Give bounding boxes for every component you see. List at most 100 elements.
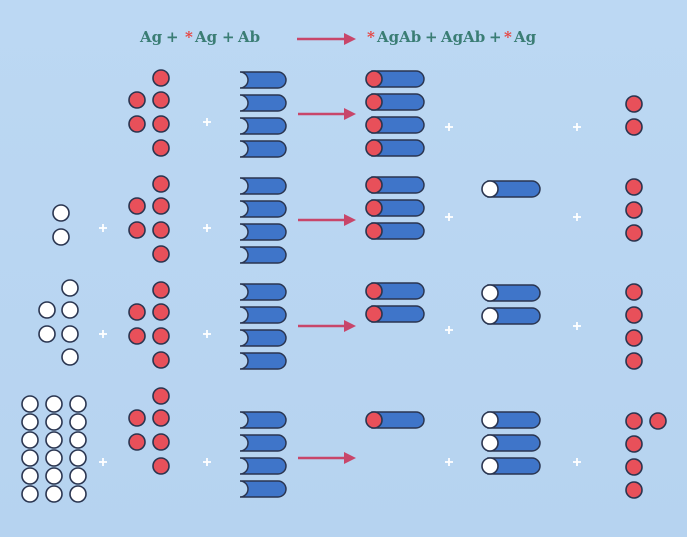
row-4-labeled-antigen bbox=[152, 387, 170, 405]
row-3-plus-4 bbox=[573, 322, 581, 330]
row-1-labeled-complex-antibody bbox=[371, 116, 425, 134]
eq-star-2: * bbox=[367, 28, 375, 46]
row-1-plus-3 bbox=[445, 123, 453, 131]
eq-agab: AgAb bbox=[441, 28, 486, 46]
row-4-labeled-antigen bbox=[152, 409, 170, 427]
row-2-unlabeled-complex-antibody bbox=[487, 180, 541, 198]
row-3-antibody bbox=[239, 306, 287, 324]
row-4-free-labeled-antigen bbox=[649, 412, 667, 430]
row-3-labeled-antigen bbox=[152, 303, 170, 321]
row-1-labeled-complex-antigen bbox=[365, 139, 383, 157]
row-4-unlabeled-antigen bbox=[45, 449, 63, 467]
row-3-free-labeled-antigen bbox=[625, 283, 643, 301]
row-4-free-labeled-antigen bbox=[625, 458, 643, 476]
row-2-plus-3 bbox=[445, 213, 453, 221]
row-2-unlabeled-antigen bbox=[52, 204, 70, 222]
row-2-labeled-antigen bbox=[128, 197, 146, 215]
row-2-plus-1 bbox=[99, 224, 107, 232]
row-4-unlabeled-antigen bbox=[69, 413, 87, 431]
row-4-unlabeled-antigen bbox=[45, 467, 63, 485]
eq-plus-2: + bbox=[222, 28, 235, 46]
eq-star-3: * bbox=[504, 28, 512, 46]
row-3-plus-1 bbox=[99, 330, 107, 338]
row-3-unlabeled-complex-antigen bbox=[481, 284, 499, 302]
row-2-labeled-complex-antibody bbox=[371, 222, 425, 240]
row-1-labeled-complex-antibody bbox=[371, 139, 425, 157]
row-1-plus-2 bbox=[203, 118, 211, 126]
row-2-antibody bbox=[239, 177, 287, 195]
row-4-unlabeled-complex-antibody bbox=[487, 457, 541, 475]
eq-labeled-ag: Ag bbox=[195, 28, 218, 46]
row-1-labeled-antigen bbox=[128, 115, 146, 133]
row-3-unlabeled-antigen bbox=[61, 279, 79, 297]
row-3-arrow bbox=[298, 320, 356, 332]
row-4-unlabeled-antigen bbox=[21, 431, 39, 449]
row-1-free-labeled-antigen bbox=[625, 95, 643, 113]
row-2-labeled-antigen bbox=[152, 197, 170, 215]
row-4-unlabeled-complex-antibody bbox=[487, 434, 541, 452]
eq-labeled-agab: AgAb bbox=[377, 28, 422, 46]
equation-arrow bbox=[297, 33, 356, 45]
row-4-antibody bbox=[239, 457, 287, 475]
row-2-labeled-complex-antigen bbox=[365, 176, 383, 194]
row-1-labeled-antigen bbox=[152, 69, 170, 87]
row-1-labeled-antigen bbox=[152, 115, 170, 133]
row-1-labeled-antigen bbox=[152, 139, 170, 157]
row-1-antibody bbox=[239, 71, 287, 89]
row-4-unlabeled-antigen bbox=[21, 413, 39, 431]
row-4-labeled-complex-antigen bbox=[365, 411, 383, 429]
row-3-unlabeled-antigen bbox=[38, 325, 56, 343]
eq-plus-4: + bbox=[489, 28, 502, 46]
row-4-antibody bbox=[239, 411, 287, 429]
row-4-plus-1 bbox=[99, 458, 107, 466]
row-2-labeled-complex-antigen bbox=[365, 199, 383, 217]
row-3-unlabeled-complex-antigen bbox=[481, 307, 499, 325]
row-2-labeled-antigen bbox=[152, 175, 170, 193]
row-4-unlabeled-antigen bbox=[69, 449, 87, 467]
row-3-unlabeled-antigen bbox=[61, 325, 79, 343]
row-3-unlabeled-complex-antibody bbox=[487, 284, 541, 302]
row-4-unlabeled-antigen bbox=[45, 395, 63, 413]
row-4-unlabeled-antigen bbox=[21, 467, 39, 485]
row-3-unlabeled-antigen bbox=[38, 301, 56, 319]
row-4-unlabeled-antigen bbox=[21, 395, 39, 413]
row-1-arrow bbox=[298, 108, 356, 120]
row-4-free-labeled-antigen bbox=[625, 412, 643, 430]
row-4-unlabeled-complex-antigen bbox=[481, 434, 499, 452]
row-3-unlabeled-antigen bbox=[61, 348, 79, 366]
eq-plus-1: + bbox=[166, 28, 179, 46]
row-1-labeled-complex-antigen bbox=[365, 93, 383, 111]
row-3-antibody bbox=[239, 283, 287, 301]
row-4-unlabeled-complex-antigen bbox=[481, 457, 499, 475]
row-4-plus-2 bbox=[203, 458, 211, 466]
row-3-labeled-antigen bbox=[128, 303, 146, 321]
eq-ag: Ag bbox=[140, 28, 163, 46]
row-4-free-labeled-antigen bbox=[625, 435, 643, 453]
row-3-labeled-antigen bbox=[128, 327, 146, 345]
row-4-labeled-antigen bbox=[128, 409, 146, 427]
row-4-labeled-antigen bbox=[152, 457, 170, 475]
row-3-labeled-antigen bbox=[152, 351, 170, 369]
row-2-arrow bbox=[298, 214, 356, 226]
row-1-antibody bbox=[239, 117, 287, 135]
row-1-antibody bbox=[239, 94, 287, 112]
row-1-labeled-complex-antigen bbox=[365, 116, 383, 134]
row-2-antibody bbox=[239, 246, 287, 264]
row-3-unlabeled-complex-antibody bbox=[487, 307, 541, 325]
reaction-equation: Ag + * Ag + Ab * AgAb + AgAb + * Ag bbox=[0, 28, 687, 54]
row-3-labeled-antigen bbox=[152, 327, 170, 345]
row-2-antibody bbox=[239, 223, 287, 241]
row-2-plus-4 bbox=[573, 213, 581, 221]
row-4-unlabeled-complex-antibody bbox=[487, 411, 541, 429]
row-2-labeled-antigen bbox=[152, 221, 170, 239]
row-4-arrow bbox=[298, 452, 356, 464]
row-3-plus-3 bbox=[445, 326, 453, 334]
row-1-free-labeled-antigen bbox=[625, 118, 643, 136]
row-4-plus-4 bbox=[573, 458, 581, 466]
eq-star-1: * bbox=[185, 28, 193, 46]
eq-plus-3: + bbox=[425, 28, 438, 46]
row-3-free-labeled-antigen bbox=[625, 306, 643, 324]
row-3-labeled-complex-antigen bbox=[365, 305, 383, 323]
row-4-unlabeled-antigen bbox=[21, 485, 39, 503]
